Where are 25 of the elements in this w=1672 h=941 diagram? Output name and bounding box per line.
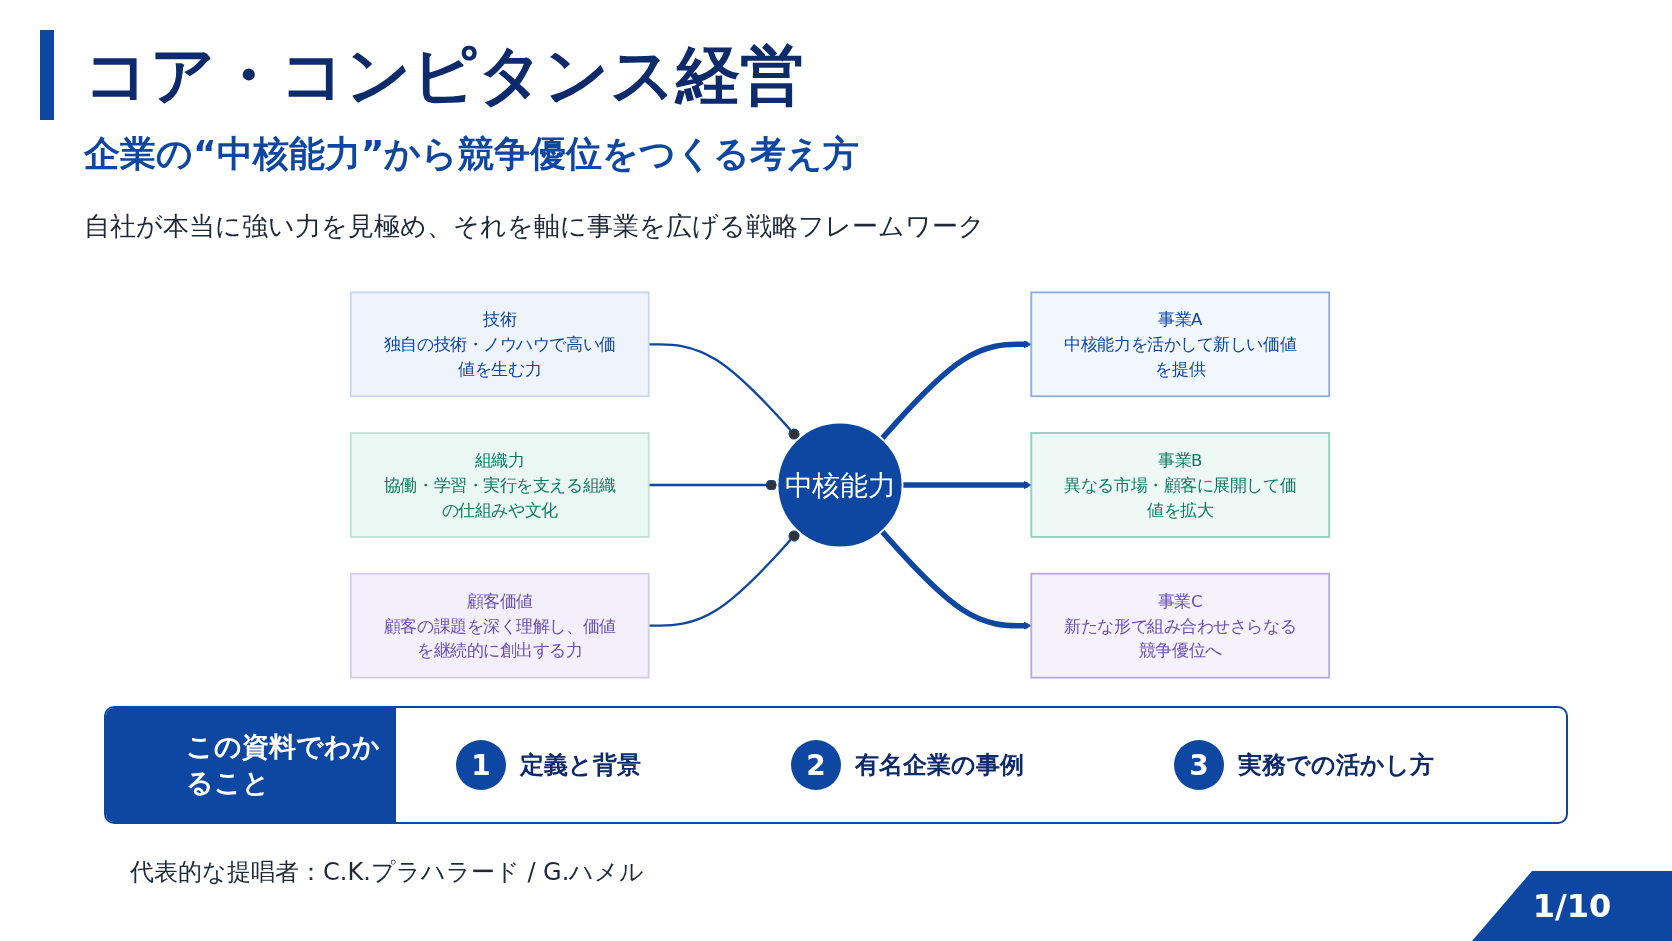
node-box: 技術 独自の技術・ノウハウで高い価値を生む力 — [349, 291, 650, 398]
connector — [648, 530, 800, 627]
node-box: 事業C 新たな形で組み合わせさらなる競争優位へ — [1030, 572, 1331, 679]
node-box: 事業B 異なる市場・顧客に展開して価値を拡大 — [1030, 432, 1331, 538]
node-box: 顧客価値 顧客の課題を深く理解し、価値を継続的に創出する力 — [349, 572, 650, 679]
node-box: 事業A 中核能力を活かして新しい価値を提供 — [1030, 291, 1331, 398]
arrow — [879, 340, 1032, 441]
description: 自社が本当に強い力を見極め、それを軸に事業を広げる戦略フレームワーク — [84, 210, 985, 243]
connector — [648, 343, 800, 440]
footer-note: 代表的な提唱者：C.K.プラハラード / G.ハメル — [130, 857, 645, 888]
step-number: 1 — [456, 740, 506, 790]
banner-heading: この資料でわかること — [106, 708, 396, 822]
step-number: 2 — [791, 740, 841, 790]
node-circle: 中核能力 — [776, 421, 904, 549]
step-number: 3 — [1174, 740, 1224, 790]
arrow — [902, 480, 1032, 490]
node-box: 組織力 協働・学習・実行を支える組織の仕組みや文化 — [349, 432, 650, 538]
page-number: 1/10 — [1472, 871, 1672, 941]
step-text: 実務での活かし方 — [1238, 750, 1434, 781]
connector — [648, 479, 778, 491]
slide-title: コア・コンピタンス経営 — [40, 30, 804, 120]
subtitle: 企業の“中核能力”から競争優位をつくる考え方 — [84, 132, 860, 176]
step-text: 定義と背景 — [520, 750, 641, 781]
step-text: 有名企業の事例 — [855, 750, 1024, 781]
arrow — [879, 529, 1032, 630]
